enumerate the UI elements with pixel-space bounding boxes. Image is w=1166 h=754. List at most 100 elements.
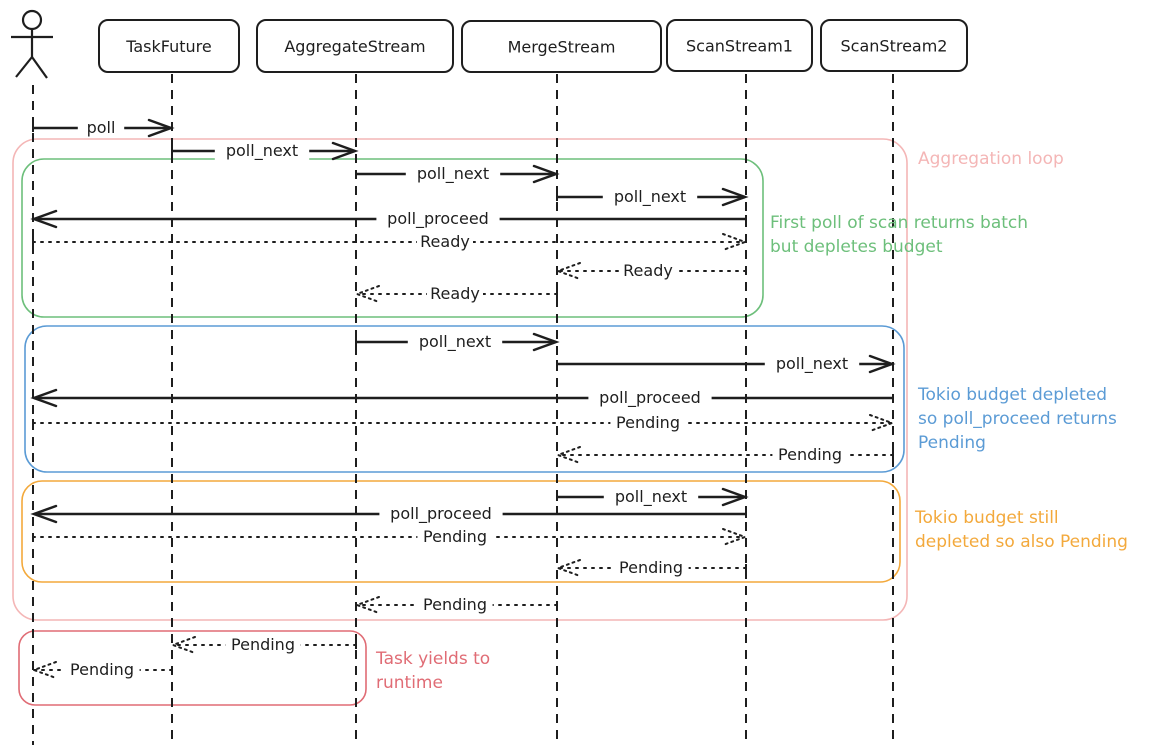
message-label: poll_next bbox=[776, 354, 848, 374]
message-label-bg bbox=[417, 231, 473, 251]
frame-note-first-poll: First poll of scan returns batch but depl… bbox=[770, 213, 1028, 257]
frame-note-line: but depletes budget bbox=[770, 237, 943, 257]
message-label-bg bbox=[602, 186, 698, 206]
frame-note-line: Tokio budget still bbox=[914, 508, 1059, 528]
message-label-bg bbox=[417, 526, 493, 546]
message-return: Pending bbox=[170, 634, 357, 654]
message-label-bg bbox=[379, 503, 503, 523]
frame-first-poll bbox=[21, 158, 764, 318]
message-label-bg bbox=[417, 594, 493, 614]
message-label: poll_next bbox=[417, 164, 489, 184]
message-label: Pending bbox=[778, 445, 842, 464]
message-call: poll_next bbox=[556, 186, 749, 207]
message-call: poll_next bbox=[556, 353, 896, 374]
frame-note-budget-still-depleted: Tokio budget still depleted so also Pendi… bbox=[914, 508, 1128, 552]
arrowhead-icon bbox=[147, 118, 175, 138]
frame-note-line: Pending bbox=[918, 433, 986, 453]
message-label: poll_proceed bbox=[599, 388, 701, 408]
message-label-bg bbox=[613, 557, 689, 577]
frame-note-line: Tokio budget depleted bbox=[917, 385, 1107, 405]
message-return: Pending bbox=[32, 526, 748, 546]
arrowhead-icon bbox=[721, 487, 749, 507]
open-arrowhead-icon bbox=[869, 414, 895, 432]
message-call: poll_proceed bbox=[30, 387, 894, 408]
arrowhead-icon bbox=[532, 332, 560, 352]
message-label: poll_next bbox=[226, 141, 298, 161]
participant-box bbox=[98, 19, 240, 73]
arrowhead-icon bbox=[721, 187, 749, 207]
arrowhead-icon bbox=[331, 141, 359, 161]
message-label: poll_next bbox=[614, 187, 686, 207]
participant-box bbox=[256, 19, 454, 73]
message-label-bg bbox=[405, 163, 501, 183]
messages-layer: pollpoll_nextpoll_nextpoll_nextpoll_proc… bbox=[30, 117, 896, 679]
frame-note-line: Task yields to bbox=[375, 649, 490, 669]
frame-budget-still-depleted bbox=[21, 480, 901, 583]
message-return: Pending bbox=[555, 444, 894, 464]
frame-budget-depleted bbox=[24, 325, 905, 473]
message-call: poll_proceed bbox=[30, 503, 747, 524]
open-arrowhead-icon bbox=[170, 636, 196, 654]
message-label: Pending bbox=[423, 595, 487, 614]
message-label: Pending bbox=[616, 413, 680, 432]
message-label-bg bbox=[620, 260, 676, 280]
message-call: poll_next bbox=[171, 140, 359, 161]
participant-box bbox=[820, 19, 968, 72]
participant-label: ScanStream1 bbox=[686, 37, 793, 56]
participant-label: ScanStream2 bbox=[841, 37, 948, 56]
frame-note-line: runtime bbox=[376, 673, 443, 693]
participant-box bbox=[461, 20, 662, 73]
participant-label: AggregateStream bbox=[284, 37, 425, 56]
message-return: Pending bbox=[31, 659, 173, 679]
message-return: Ready bbox=[354, 283, 558, 303]
open-arrowhead-icon bbox=[722, 233, 748, 251]
participant-label: TaskFuture bbox=[125, 37, 211, 56]
message-label-bg bbox=[376, 208, 500, 228]
arrowhead-icon bbox=[532, 164, 560, 184]
frames-layer bbox=[12, 138, 908, 706]
message-label-bg bbox=[77, 117, 125, 137]
frame-task-yields bbox=[18, 630, 367, 706]
open-arrowhead-icon bbox=[31, 661, 57, 679]
frame-note-line: First poll of scan returns batch bbox=[770, 213, 1028, 233]
arrowhead-icon bbox=[868, 354, 896, 374]
message-label-bg bbox=[764, 353, 860, 373]
participant-scanstream2[interactable]: ScanStream2 bbox=[820, 19, 968, 72]
message-label-bg bbox=[772, 444, 848, 464]
participant-scanstream1[interactable]: ScanStream1 bbox=[666, 19, 813, 72]
participant-box bbox=[666, 19, 813, 72]
participant-aggregatestream[interactable]: AggregateStream bbox=[256, 19, 454, 73]
frame-note-line: so poll_proceed returns bbox=[918, 409, 1117, 429]
message-label: Pending bbox=[423, 527, 487, 546]
participant-taskfuture[interactable]: TaskFuture bbox=[98, 19, 240, 73]
message-call: poll_next bbox=[556, 486, 749, 507]
message-label-bg bbox=[214, 140, 310, 160]
open-arrowhead-icon bbox=[555, 559, 581, 577]
open-arrowhead-icon bbox=[354, 285, 380, 303]
open-arrowhead-icon bbox=[354, 596, 380, 614]
arrowhead-icon bbox=[30, 388, 58, 408]
message-label-bg bbox=[588, 387, 712, 407]
message-label: poll_proceed bbox=[387, 209, 489, 229]
open-arrowhead-icon bbox=[555, 262, 581, 280]
message-call: poll_next bbox=[355, 331, 560, 352]
open-arrowhead-icon bbox=[555, 446, 581, 464]
message-label-bg bbox=[407, 331, 503, 351]
message-label-bg bbox=[225, 634, 301, 654]
message-return: Ready bbox=[555, 260, 747, 280]
actor-icon bbox=[11, 9, 53, 79]
frame-note-task-yields: Task yields to runtime bbox=[375, 649, 490, 693]
message-label: Pending bbox=[231, 635, 295, 654]
message-label: Ready bbox=[420, 232, 470, 251]
frame-note-budget-depleted: Tokio budget depleted so poll_proceed ret… bbox=[917, 385, 1117, 453]
frame-aggregation-loop bbox=[12, 138, 908, 621]
message-label-bg bbox=[64, 659, 140, 679]
message-label: Pending bbox=[70, 660, 134, 679]
participant-mergestream[interactable]: MergeStream bbox=[461, 20, 662, 73]
message-label: Ready bbox=[430, 284, 480, 303]
frame-note-line: depleted so also Pending bbox=[915, 532, 1128, 552]
message-return: Pending bbox=[32, 412, 895, 432]
message-label-bg bbox=[427, 283, 483, 303]
